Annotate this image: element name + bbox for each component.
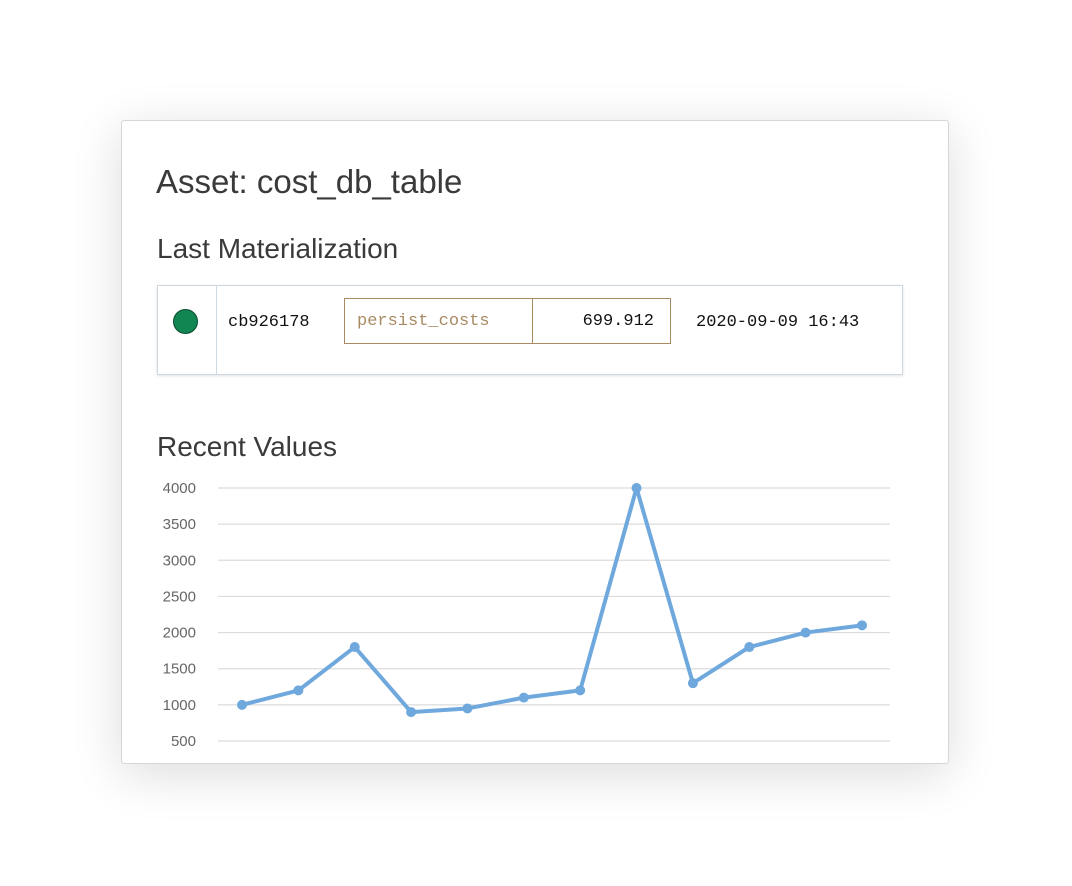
status-cell xyxy=(158,286,217,374)
chart-y-axis: 500 1000 1500 2000 2500 3000 3500 4000 xyxy=(163,480,196,750)
materialization-timestamp: 2020-09-09 16:43 xyxy=(696,313,860,332)
step-tag[interactable]: persist_costs 699.912 xyxy=(344,298,671,344)
data-point xyxy=(857,620,867,631)
data-point xyxy=(293,685,304,696)
chart-grid xyxy=(218,487,890,742)
y-tick-label: 500 xyxy=(171,733,196,750)
y-tick-label: 3500 xyxy=(163,516,196,533)
y-tick-label: 4000 xyxy=(163,480,196,497)
recent-values-chart: 500 1000 1500 2000 2500 3000 3500 4000 xyxy=(163,480,890,750)
y-tick-label: 1000 xyxy=(163,697,196,714)
data-point xyxy=(800,627,811,638)
recent-values-heading: Recent Values xyxy=(157,431,338,462)
data-point xyxy=(518,692,529,703)
data-point xyxy=(744,642,755,653)
data-point xyxy=(687,678,698,689)
run-id-link[interactable]: cb926178 xyxy=(228,313,310,332)
data-point xyxy=(631,483,642,493)
data-point xyxy=(237,699,247,710)
data-point xyxy=(575,685,586,696)
asset-title: Asset: cost_db_table xyxy=(156,163,463,200)
data-point xyxy=(462,703,473,714)
status-success-icon xyxy=(173,309,198,334)
y-tick-label: 3000 xyxy=(163,552,196,569)
asset-card: Asset: cost_db_table Last Materializatio… xyxy=(121,120,949,764)
step-key: persist_costs xyxy=(345,299,533,343)
y-tick-label: 2500 xyxy=(163,588,196,605)
data-point xyxy=(406,707,417,718)
series-line xyxy=(241,486,863,715)
y-tick-label: 1500 xyxy=(163,661,196,678)
chart-series xyxy=(237,483,867,718)
data-point xyxy=(349,642,360,653)
last-materialization-heading: Last Materialization xyxy=(157,233,399,264)
materialization-value: 699.912 xyxy=(582,311,654,331)
materialization-row[interactable]: cb926178 persist_costs 699.912 2020-09-0… xyxy=(157,285,903,375)
y-tick-label: 2000 xyxy=(163,625,196,642)
